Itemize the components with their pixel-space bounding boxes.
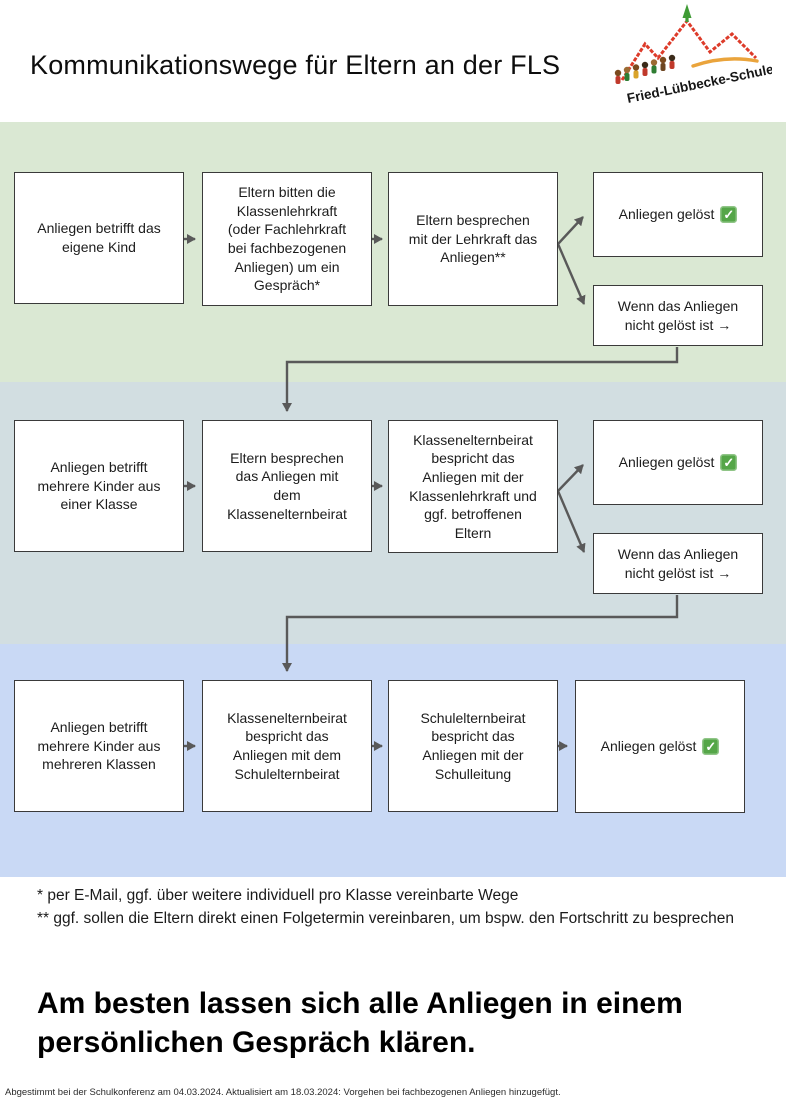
flow-box-r1-step3: Eltern besprechen mit der Lehrkraft das … (388, 172, 558, 306)
flow-box-r2-resolved: Anliegen gelöst ✓ (593, 420, 763, 505)
asterisk-notes: * per E-Mail, ggf. über weitere individu… (37, 884, 737, 930)
flow-box-r1-step2: Eltern bitten die Klassenlehrkraft (oder… (202, 172, 372, 306)
closing-statement: Am besten lassen sich alle Anliegen in e… (37, 987, 683, 1059)
flow-box-r2-step2: Eltern besprechen das Anliegen mit dem K… (202, 420, 372, 552)
check-icon: ✓ (720, 454, 738, 471)
logo-spire-base (685, 16, 689, 22)
check-icon: ✓ (720, 206, 738, 223)
flow-box-r2-start: Anliegen betrifft mehrere Kinder aus ein… (14, 420, 184, 552)
flow-box-r1-unresolved: Wenn das Anliegen nicht gelöst ist → (593, 285, 763, 346)
flow-box-r3-resolved: Anliegen gelöst ✓ (575, 680, 745, 813)
logo-orange-arc (691, 57, 759, 68)
flow-box-r3-step3: Schulelternbeirat bespricht das Anliegen… (388, 680, 558, 812)
note-line-1: * per E-Mail, ggf. über weitere individu… (37, 887, 519, 904)
document-footer: Abgestimmt bei der Schulkonferenz am 04.… (5, 1087, 561, 1098)
flow-box-r1-resolved: Anliegen gelöst ✓ (593, 172, 763, 257)
page-title: Kommunikationswege für Eltern an der FLS (30, 50, 561, 80)
note-line-2: ** ggf. sollen die Eltern direkt einen F… (37, 910, 735, 927)
flow-box-r1-start: Anliegen betrifft das eigene Kind (14, 172, 184, 304)
flow-box-r3-start: Anliegen betrifft mehrere Kinder aus meh… (14, 680, 184, 812)
logo-children-icons (614, 54, 676, 84)
flow-box-r2-step3: Klassenelternbeirat bespricht das Anlieg… (388, 420, 558, 553)
check-icon: ✓ (702, 738, 720, 755)
school-logo: Fried-Lübbecke-Schule (614, 4, 772, 106)
flow-box-r2-unresolved: Wenn das Anliegen nicht gelöst ist → (593, 533, 763, 594)
flow-box-r3-step2: Klassenelternbeirat bespricht das Anlieg… (202, 680, 372, 812)
logo-spire-icon (682, 4, 692, 18)
logo-text: Fried-Lübbecke-Schule (626, 61, 772, 106)
